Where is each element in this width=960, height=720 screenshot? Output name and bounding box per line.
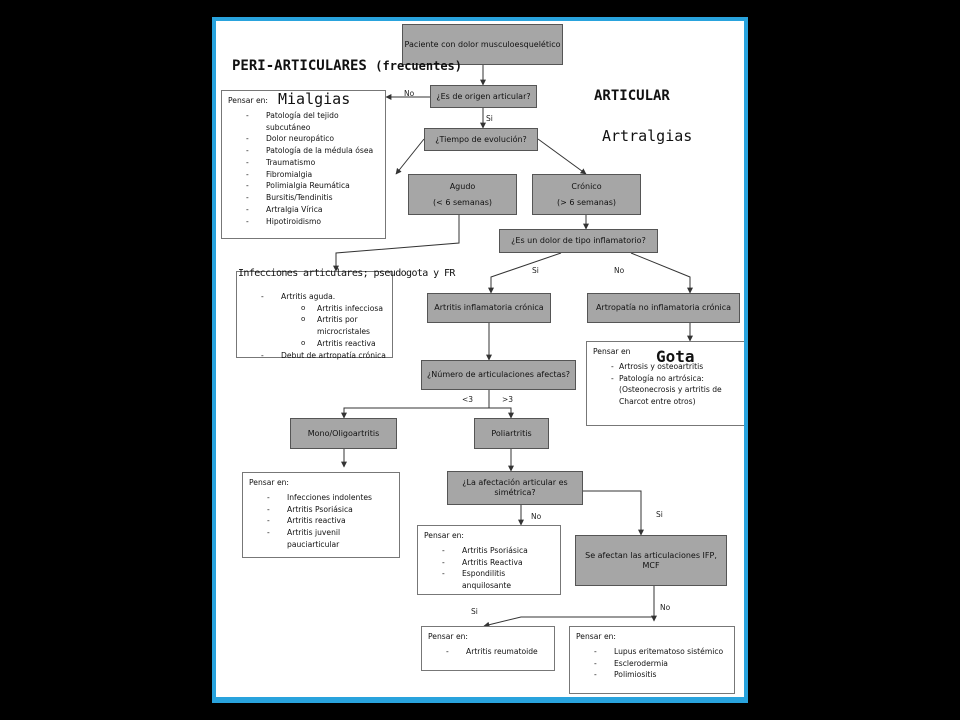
periarticular-list-title: Pensar en: bbox=[228, 96, 268, 105]
flowchart-sheet: Paciente con dolor musculoesquelético ¿E… bbox=[216, 21, 744, 697]
list-item: Debut de artropatía crónica bbox=[243, 350, 386, 362]
list-item: Hipotiroidismo bbox=[228, 216, 379, 228]
ifp-mcf-line2: MCF bbox=[642, 560, 660, 570]
acute-box: Agudo (< 6 semanas) bbox=[408, 174, 517, 215]
acute-label: Agudo bbox=[449, 181, 476, 191]
edge-label-yes-symmetric: Si bbox=[656, 510, 663, 519]
asymmetric-list-title: Pensar en: bbox=[424, 531, 464, 540]
ra-list-box: Pensar en: Artritis reumatoide bbox=[421, 626, 555, 671]
list-item: Artralgia Vírica bbox=[228, 204, 379, 216]
chronic-inflammatory-box: Artritis inflamatoria crónica bbox=[427, 293, 551, 323]
list-item: Artritis aguda. bbox=[243, 291, 386, 303]
edge-label-yes-inflammatory: Si bbox=[532, 266, 539, 275]
chronic-inflammatory-label: Artritis inflamatoria crónica bbox=[434, 303, 544, 312]
list-item: Lupus eritematoso sistémico bbox=[576, 646, 728, 658]
joint-count-question-box: ¿Número de articulaciones afectas? bbox=[421, 360, 576, 390]
list-subitem: Artritis reactiva bbox=[243, 338, 386, 350]
list-item: Bursitis/Tendinitis bbox=[228, 192, 379, 204]
non-inflammatory-box: Artropatía no inflamatoria crónica bbox=[587, 293, 740, 323]
inflammatory-question-box: ¿Es un dolor de tipo inflamatorio? bbox=[499, 229, 658, 253]
edge-label-no-ifp: No bbox=[660, 603, 671, 612]
poly-box: Poliartritis bbox=[474, 418, 549, 449]
edge-label-yes-origin: Si bbox=[486, 114, 493, 123]
mono-label: Mono/Oligoartritis bbox=[307, 428, 380, 438]
acute-list: Artritis aguda. Artritis infecciosa Artr… bbox=[243, 291, 386, 362]
ra-list-title: Pensar en: bbox=[428, 632, 468, 641]
infecciones-annotation: Infecciones articulares; pseudogota y FR bbox=[238, 268, 455, 279]
edge-label-gt3: >3 bbox=[502, 395, 514, 404]
edge-label-no-symmetric: No bbox=[531, 512, 542, 521]
edge-label-no-inflammatory: No bbox=[614, 266, 625, 275]
non-inflammatory-list-box: Pensar en Artrosis y osteoartritis Patol… bbox=[586, 341, 744, 426]
list-subitem: Artritis infecciosa bbox=[243, 303, 386, 315]
acute-list-box: Pensar en: Artritis aguda. Artritis infe… bbox=[236, 271, 393, 361]
list-item: Artritis juvenil pauciarticular bbox=[249, 527, 393, 551]
non-inflammatory-list: Artrosis y osteoartritis Patología no ar… bbox=[593, 361, 739, 408]
list-item: Artritis reactiva bbox=[249, 515, 393, 527]
start-label: Paciente con dolor musculoesquelético bbox=[404, 39, 561, 49]
list-item: Artritis Reactiva bbox=[424, 557, 554, 569]
artralgias-annotation: Artralgias bbox=[602, 127, 693, 145]
chronic-duration: (> 6 semanas) bbox=[556, 197, 617, 207]
mialgias-annotation: Mialgias bbox=[278, 90, 351, 108]
start-box: Paciente con dolor musculoesquelético bbox=[402, 24, 563, 65]
list-item: Esclerodermia bbox=[576, 658, 728, 670]
symmetric-question-box: ¿La afectación articular es simétrica? bbox=[447, 471, 583, 505]
joint-count-question-label: ¿Número de articulaciones afectas? bbox=[427, 370, 570, 379]
asymmetric-list: Artritis Psoriásica Artritis Reactiva Es… bbox=[424, 545, 554, 592]
list-item: Patología no artrósica: (Osteonecrosis y… bbox=[593, 373, 739, 408]
list-item: Artritis reumatoide bbox=[428, 646, 548, 658]
symmetric-question-line1: ¿La afectación articular es bbox=[462, 478, 568, 487]
list-subitem: Artritis por microcristales bbox=[243, 314, 386, 338]
list-item: Fibromialgia bbox=[228, 169, 379, 181]
mono-list: Infecciones indolentes Artritis Psoriási… bbox=[249, 492, 393, 551]
mono-list-box: Pensar en: Infecciones indolentes Artrit… bbox=[242, 472, 400, 558]
mono-box: Mono/Oligoartritis bbox=[290, 418, 397, 449]
ifp-mcf-line1: Se afectan las articulaciones IFP, bbox=[585, 550, 717, 560]
connector-lines bbox=[333, 65, 693, 628]
list-item: Artritis Psoriásica bbox=[249, 504, 393, 516]
chronic-box: Crónico (> 6 semanas) bbox=[532, 174, 641, 215]
edge-label-no-origin: No bbox=[404, 89, 415, 98]
chronic-label: Crónico bbox=[571, 181, 602, 191]
list-item: Traumatismo bbox=[228, 157, 379, 169]
periarticular-heading-title: PERI-ARTICULARES bbox=[232, 58, 367, 74]
time-question-box: ¿Tiempo de evolución? bbox=[424, 128, 538, 151]
articular-heading: ARTICULAR bbox=[594, 88, 670, 104]
inflammatory-question-label: ¿Es un dolor de tipo inflamatorio? bbox=[511, 236, 646, 245]
periarticular-heading-sub: (frecuentes) bbox=[375, 59, 462, 73]
list-item: Espondilitis anquilosante bbox=[424, 568, 554, 592]
list-item: Polimialgia Reumática bbox=[228, 180, 379, 192]
time-question-label: ¿Tiempo de evolución? bbox=[435, 134, 527, 144]
list-item: Artrosis y osteoartritis bbox=[593, 361, 739, 373]
list-item: Patología de la médula ósea bbox=[228, 145, 379, 157]
list-item: Dolor neuropático bbox=[228, 133, 379, 145]
list-item: Infecciones indolentes bbox=[249, 492, 393, 504]
periarticular-list-box: Pensar en: Patología del tejido subcután… bbox=[221, 90, 386, 239]
asymmetric-list-box: Pensar en: Artritis Psoriásica Artritis … bbox=[417, 525, 561, 595]
acute-list-title: Pensar en: bbox=[243, 277, 283, 286]
list-item: Polimiositis bbox=[576, 669, 728, 681]
symmetric-question-line2: simétrica? bbox=[494, 488, 536, 497]
edge-label-lt3: <3 bbox=[462, 395, 474, 404]
non-inflammatory-list-title: Pensar en bbox=[593, 347, 631, 356]
lupus-list-box: Pensar en: Lupus eritematoso sistémico E… bbox=[569, 626, 735, 694]
origin-question-box: ¿Es de origen articular? bbox=[430, 85, 537, 108]
non-inflammatory-label: Artropatía no inflamatoria crónica bbox=[595, 303, 732, 312]
mono-list-title: Pensar en: bbox=[249, 478, 289, 487]
acute-duration: (< 6 semanas) bbox=[432, 197, 493, 207]
ifp-mcf-box: Se afectan las articulaciones IFP, MCF bbox=[575, 535, 727, 586]
list-item: Artritis Psoriásica bbox=[424, 545, 554, 557]
ra-list: Artritis reumatoide bbox=[428, 646, 548, 658]
edge-label-yes-ifp: Si bbox=[471, 607, 478, 616]
periarticular-list: Patología del tejido subcutáneo Dolor ne… bbox=[228, 110, 379, 228]
list-item: Patología del tejido subcutáneo bbox=[228, 110, 379, 134]
periarticular-heading: PERI-ARTICULARES (frecuentes) bbox=[232, 58, 462, 74]
origin-question-label: ¿Es de origen articular? bbox=[436, 91, 531, 101]
poly-label: Poliartritis bbox=[491, 428, 532, 438]
lupus-list-title: Pensar en: bbox=[576, 632, 616, 641]
lupus-list: Lupus eritematoso sistémico Esclerodermi… bbox=[576, 646, 728, 681]
gota-annotation: Gota bbox=[656, 347, 695, 366]
